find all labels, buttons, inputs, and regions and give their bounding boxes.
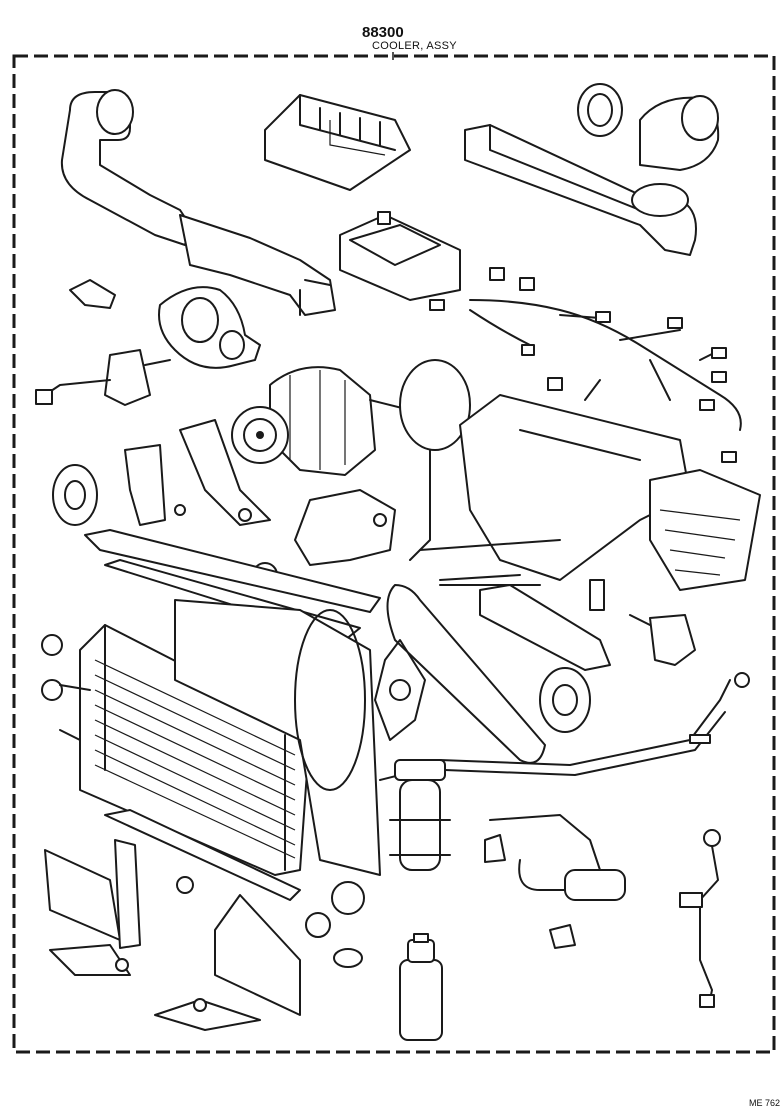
compressor-oil-bottle xyxy=(399,933,443,1041)
blower-motor xyxy=(158,286,261,369)
part-name: COOLER, ASSY xyxy=(372,40,457,52)
wire-harness xyxy=(429,267,742,463)
relay-switch xyxy=(35,349,171,406)
air-duct-left xyxy=(60,89,336,316)
cooling-fan xyxy=(374,639,426,741)
drawing-code: ME 762 xyxy=(748,1098,780,1108)
compressor-bracket xyxy=(124,419,396,566)
air-duct-right xyxy=(464,83,720,256)
idler-pulley xyxy=(52,464,98,526)
suction-line xyxy=(484,814,626,949)
compressor-pulley xyxy=(539,667,591,733)
evaporator-unit xyxy=(399,359,761,611)
fan-shroud xyxy=(174,599,381,876)
air-outlet-register xyxy=(339,211,461,301)
ac-compressor xyxy=(231,366,411,476)
mounting-clip xyxy=(69,279,116,309)
pressure-switch xyxy=(629,614,696,666)
refrigerant-lines xyxy=(379,672,750,781)
duct-tray xyxy=(264,94,411,191)
pipe-bracket xyxy=(439,584,611,671)
lower-baffles xyxy=(44,809,301,1031)
thermistor-wire xyxy=(679,829,721,1008)
diagram-frame xyxy=(12,54,776,1054)
drive-belt xyxy=(386,584,546,764)
receiver-drier xyxy=(389,759,451,871)
part-number: 88300 xyxy=(362,24,404,41)
